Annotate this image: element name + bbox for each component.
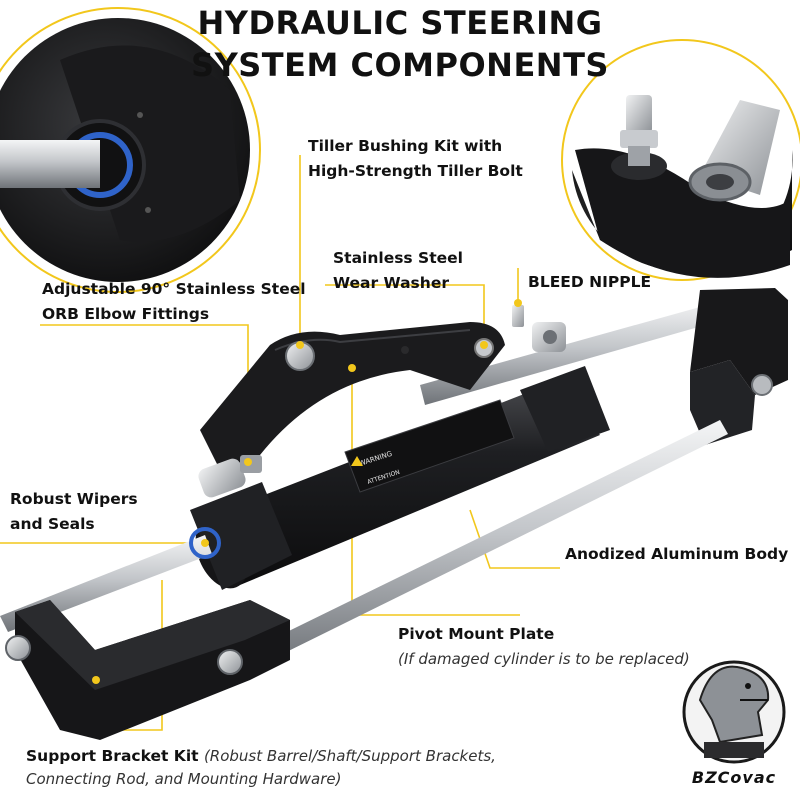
wiper-seal bbox=[189, 527, 221, 559]
label-wear-washer: Stainless Steel Wear Washer bbox=[333, 246, 463, 296]
zoom-piston-rod bbox=[0, 140, 100, 188]
pivot-mount-plate bbox=[200, 322, 505, 470]
label-tiller-bushing-line-2: High-Strength Tiller Bolt bbox=[308, 162, 523, 180]
warning-label: WARNING ATTENTION bbox=[344, 399, 515, 493]
left-support-bracket bbox=[5, 600, 290, 740]
zoom-bleed-fittings bbox=[561, 39, 800, 281]
zoom-elbow-fitting bbox=[688, 100, 780, 202]
label-pivot-plate-note: (If damaged cylinder is to be replaced) bbox=[398, 650, 690, 668]
label-wipers-seals-line-2: and Seals bbox=[10, 515, 95, 533]
label-pivot-plate: Pivot Mount Plate bbox=[398, 622, 554, 647]
zoom-wiper-seal bbox=[0, 7, 261, 293]
label-support-bracket: Support Bracket Kit (Robust Barrel/Shaft… bbox=[26, 744, 496, 769]
label-tiller-bushing-line-1: Tiller Bushing Kit with bbox=[308, 137, 503, 155]
label-wipers-seals-line-1: Robust Wipers bbox=[10, 490, 138, 508]
mounting-nut bbox=[217, 649, 243, 675]
label-elbow-fittings-line-1: Adjustable 90° Stainless Steel bbox=[42, 280, 306, 298]
upper-connecting-rod bbox=[420, 300, 730, 405]
label-elbow-fittings: Adjustable 90° Stainless Steel ORB Elbow… bbox=[42, 277, 306, 327]
label-elbow-fittings-line-2: ORB Elbow Fittings bbox=[42, 305, 210, 323]
lower-connecting-rod bbox=[250, 420, 728, 666]
label-aluminum-body: Anodized Aluminum Body bbox=[565, 542, 788, 567]
label-tiller-bushing: Tiller Bushing Kit with High-Strength Ti… bbox=[308, 134, 523, 184]
dinosaur-mascot-icon bbox=[698, 665, 770, 744]
label-aluminum-body-text: Anodized Aluminum Body bbox=[565, 545, 789, 563]
label-wear-washer-line-2: Wear Washer bbox=[333, 274, 449, 292]
title-line-1: HYDRAULIC STEERING bbox=[197, 4, 603, 42]
right-support-bracket bbox=[690, 288, 788, 445]
orb-elbow-fitting bbox=[198, 455, 262, 498]
label-wear-washer-line-1: Stainless Steel bbox=[333, 249, 463, 267]
bleed-nipple bbox=[512, 299, 566, 352]
label-bleed-nipple-text: BLEED NIPPLE bbox=[528, 273, 652, 291]
label-bleed-nipple: BLEED NIPPLE bbox=[528, 270, 651, 295]
label-wipers-seals: Robust Wipers and Seals bbox=[10, 487, 138, 537]
label-support-bracket-note-1: (Robust Barrel/Shaft/Support Brackets, bbox=[203, 747, 496, 765]
page-title: HYDRAULIC STEERING SYSTEM COMPONENTS bbox=[150, 2, 650, 86]
label-support-bracket-title: Support Bracket Kit bbox=[26, 747, 199, 765]
leader-aluminum-body bbox=[469, 509, 560, 569]
label-support-bracket-note-2: Connecting Rod, and Mounting Hardware) bbox=[26, 770, 342, 788]
label-pivot-plate-title: Pivot Mount Plate bbox=[398, 625, 555, 643]
mounting-nut bbox=[5, 635, 31, 661]
cylinder-body: WARNING ATTENTION bbox=[190, 299, 610, 590]
brand-logo bbox=[682, 660, 786, 764]
brand-name: BZCovac bbox=[691, 768, 777, 787]
zoom-bleed-nipple bbox=[611, 95, 667, 180]
title-line-2: SYSTEM COMPONENTS bbox=[191, 46, 609, 84]
